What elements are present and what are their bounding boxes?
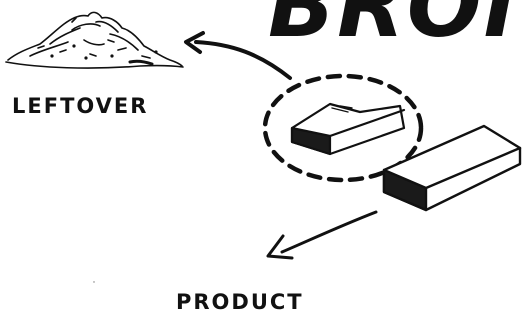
arrow-to-product (282, 212, 376, 252)
leftover-pile-icon (6, 12, 183, 68)
arrow-to-product-head (268, 236, 292, 258)
block-icon (384, 126, 520, 210)
arrow-to-leftover (196, 42, 290, 78)
cut-piece-icon (292, 104, 404, 154)
leftover-label: LEFTOVER (12, 94, 148, 118)
product-label: PRODUCT (176, 290, 304, 314)
